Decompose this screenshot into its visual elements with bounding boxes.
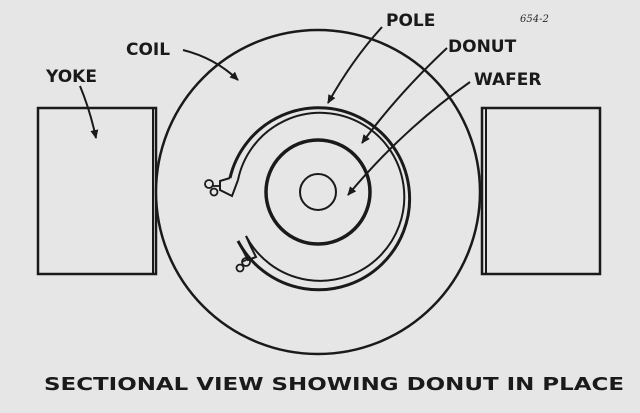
pole-clip-upper (204, 177, 239, 198)
pole-clip-lower (235, 235, 258, 273)
wafer-circle (299, 173, 337, 211)
donut-ring (264, 138, 372, 246)
coil-label: COIL (126, 40, 170, 60)
yoke-left (36, 106, 158, 276)
diagram-caption: SECTIONAL VIEW SHOWING DONUT IN PLACE (44, 375, 624, 395)
donut-label: DONUT (448, 37, 517, 57)
reference-mark: 654-2 (520, 14, 549, 25)
pole-arrow (327, 26, 383, 104)
donut-arrow (361, 47, 448, 144)
wafer-arrow (347, 81, 471, 196)
coil-arrow (182, 49, 239, 81)
pole-label: POLE (386, 11, 435, 31)
yoke-arrow (79, 85, 99, 139)
coil-circle (154, 28, 482, 356)
yoke-right (480, 106, 602, 276)
wafer-label: WAFER (474, 70, 541, 90)
yoke-label: YOKE (45, 67, 97, 87)
pole-ring (228, 106, 412, 292)
